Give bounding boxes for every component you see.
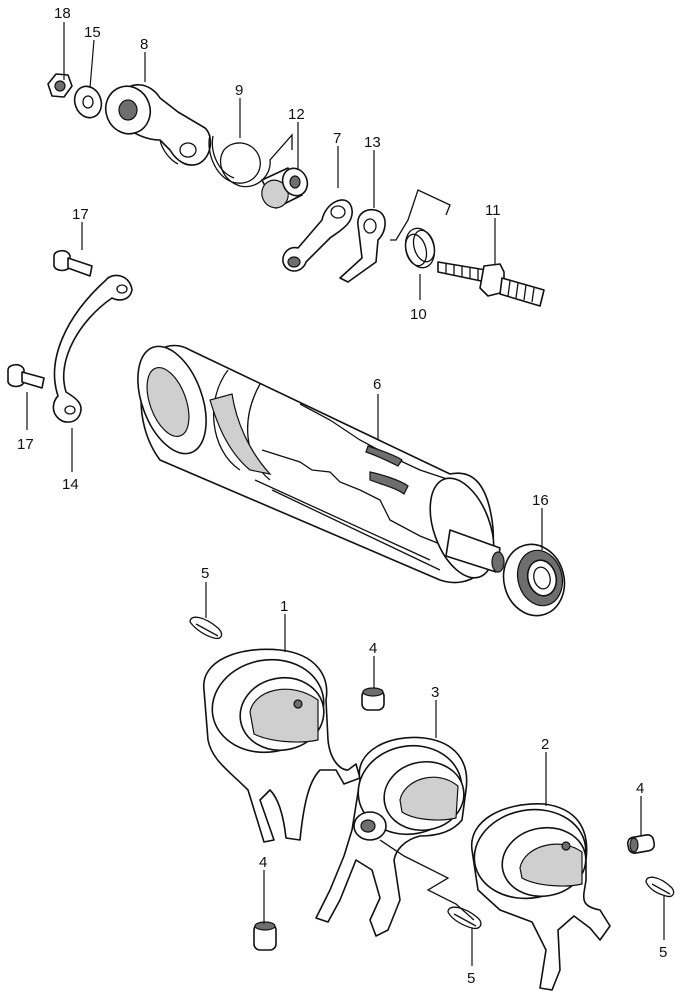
callout-17-lower: 17 [17, 436, 34, 453]
part-4-pin-upper [361, 687, 385, 711]
callout-15: 15 [84, 24, 101, 41]
part-10-spring [390, 189, 451, 269]
callout-7: 7 [333, 130, 341, 147]
callout-5-middle: 5 [467, 970, 475, 987]
callout-5-right: 5 [659, 944, 667, 961]
callout-8: 8 [140, 36, 148, 53]
part-13-hook-arm [339, 208, 386, 283]
callout-10: 10 [410, 306, 427, 323]
callout-12: 12 [288, 106, 305, 123]
callout-14: 14 [62, 476, 79, 493]
callout-13: 13 [364, 134, 381, 151]
part-3-shift-fork [315, 736, 475, 937]
part-4-pin-right [626, 834, 656, 854]
part-16-bearing [502, 543, 566, 617]
callout-1: 1 [280, 598, 288, 615]
part-17-bolt-upper [53, 249, 93, 277]
callout-labels: 18 15 8 9 12 7 13 11 10 17 17 14 6 16 5 … [17, 5, 667, 987]
callout-17-upper: 17 [72, 206, 89, 223]
part-6-shift-drum [137, 344, 505, 584]
part-1-shift-fork [203, 648, 361, 843]
callout-9: 9 [235, 82, 243, 99]
part-12-collar [261, 167, 309, 209]
part-4-pin-lower [253, 921, 277, 951]
part-7-arm [282, 199, 353, 272]
callout-6: 6 [373, 376, 381, 393]
part-8-stopper-plate [104, 84, 212, 166]
callout-3: 3 [431, 684, 439, 701]
part-17-bolt-lower [7, 363, 45, 389]
part-2-shift-fork [471, 803, 611, 991]
leader-lines [26, 22, 665, 966]
part-5-clip-right [645, 876, 675, 898]
callout-5-upper: 5 [201, 565, 209, 582]
callout-2: 2 [541, 736, 549, 753]
callout-18: 18 [54, 5, 71, 22]
part-5-clip-upper [189, 616, 223, 640]
part-18-nut [47, 73, 73, 98]
callout-16: 16 [532, 492, 549, 509]
callout-11: 11 [485, 202, 501, 219]
part-15-washer [73, 85, 103, 119]
part-11-bolt [437, 261, 545, 307]
callout-4-lower: 4 [259, 854, 267, 871]
part-5-clip-middle [447, 906, 482, 930]
part-14-retainer-strap [52, 274, 133, 423]
part-9-spring [208, 133, 293, 188]
callout-4-right: 4 [636, 780, 644, 797]
callout-4-upper: 4 [369, 640, 377, 657]
